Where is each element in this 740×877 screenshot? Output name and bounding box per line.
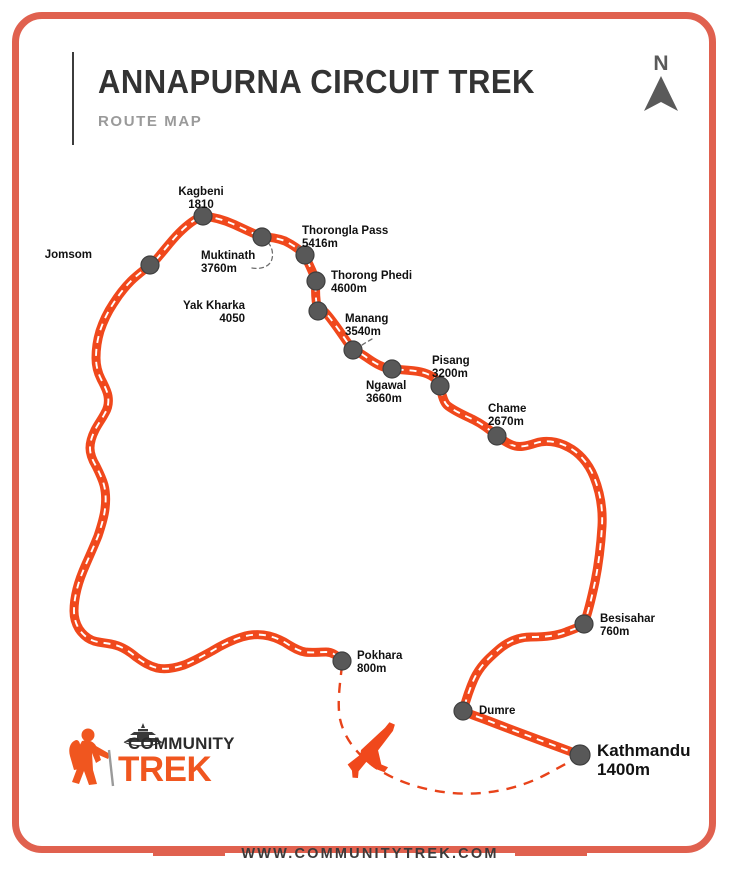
waypoint-dot[interactable] xyxy=(306,271,326,291)
waypoint-name: Pisang xyxy=(432,355,470,367)
waypoint-name: Dumre xyxy=(479,705,516,717)
waypoint-dot[interactable] xyxy=(252,227,272,247)
waypoint-dot[interactable] xyxy=(487,426,507,446)
waypoint-name: Jomsom xyxy=(44,249,92,261)
waypoint-name: Kathmandu xyxy=(597,741,691,760)
waypoint-dot[interactable] xyxy=(308,301,328,321)
waypoint-name: Kagbeni xyxy=(178,186,224,198)
waypoint-name: Thorong Phedi xyxy=(331,270,413,282)
waypoint-dot[interactable] xyxy=(295,245,315,265)
north-arrow-icon xyxy=(644,76,678,111)
trek-route-line xyxy=(69,211,607,760)
waypoint-elevation: 1810 xyxy=(188,198,214,211)
footer-rule-left xyxy=(153,852,226,856)
waypoint-name: Manang xyxy=(345,313,389,325)
hiker-icon xyxy=(69,728,115,787)
waypoint-label: Dumre xyxy=(479,705,515,718)
waypoint-name: Thorongla Pass xyxy=(302,225,389,237)
waypoint-elevation: 2670m xyxy=(488,415,524,428)
waypoint-name: Pokhara xyxy=(357,650,403,662)
community-trek-logo: COMMUNITY TREK xyxy=(66,722,234,790)
waypoint-elevation: 3760m xyxy=(201,262,237,275)
logo-word-community: COMMUNITY xyxy=(128,734,235,753)
waypoint-markers xyxy=(140,206,594,766)
waypoint-name: Yak Kharka xyxy=(182,300,245,312)
waypoint-dot[interactable] xyxy=(453,701,473,721)
waypoint-dot[interactable] xyxy=(574,614,594,634)
airplane-icon xyxy=(337,720,413,787)
footer: WWW.COMMUNITYTREK.COM xyxy=(0,840,740,868)
waypoint-elevation: 3200m xyxy=(432,367,468,380)
waypoint-dot[interactable] xyxy=(332,651,352,671)
waypoint-label: Jomsom xyxy=(45,249,92,262)
title-divider xyxy=(72,52,74,145)
waypoint-elevation: 5416m xyxy=(302,237,338,250)
pagoda-icon xyxy=(123,723,163,747)
page-subtitle: ROUTE MAP xyxy=(98,113,203,130)
waypoint-elevation: 1400m xyxy=(597,760,650,779)
waypoint-dot[interactable] xyxy=(193,206,213,226)
waypoint-elevation: 760m xyxy=(600,625,630,638)
footer-rule-right xyxy=(514,852,587,856)
compass-rose: N xyxy=(638,52,684,114)
waypoint-elevation: 3660m xyxy=(366,392,402,405)
waypoint-name: Ngawal xyxy=(366,380,407,392)
waypoint-elevation: 4050 xyxy=(219,312,245,325)
waypoint-name: Muktinath xyxy=(201,250,256,262)
waypoint-dot[interactable] xyxy=(382,359,402,379)
footer-website-url: WWW.COMMUNITYTREK.COM xyxy=(241,846,499,862)
waypoint-dot[interactable] xyxy=(569,744,591,766)
waypoint-dot[interactable] xyxy=(430,376,450,396)
page-title: ANNAPURNA CIRCUIT TREK xyxy=(98,63,535,101)
compass-north-label: N xyxy=(653,52,669,75)
waypoint-name: Besisahar xyxy=(600,613,655,625)
waypoint-dot[interactable] xyxy=(140,255,160,275)
flight-path xyxy=(337,664,579,795)
waypoint-elevation: 800m xyxy=(357,662,387,675)
waypoint-name: Chame xyxy=(488,403,527,415)
waypoint-dot[interactable] xyxy=(343,340,363,360)
logo-word-trek: TREK xyxy=(118,750,212,789)
waypoint-elevation: 3540m xyxy=(345,325,381,338)
waypoint-elevation: 4600m xyxy=(331,282,367,295)
